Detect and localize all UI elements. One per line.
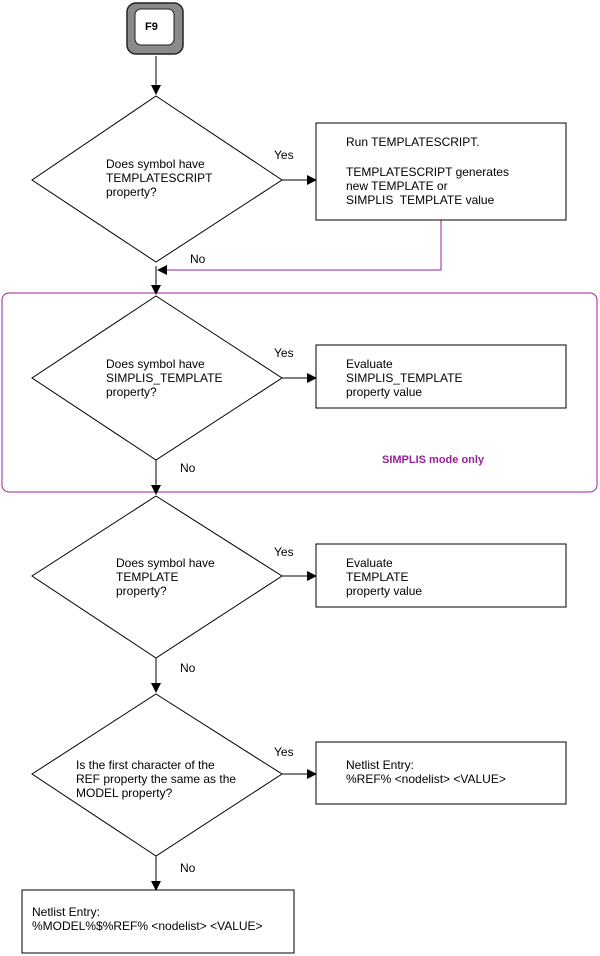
action-1-line-1: Run TEMPLATESCRIPT. [346, 135, 480, 149]
action-run-templatescript [315, 122, 567, 221]
action-netlist-entry-ref [315, 741, 567, 805]
decision-1-line-1: Does symbol have [106, 157, 205, 171]
action-1-line-3: TEMPLATESCRIPT generates [346, 165, 509, 179]
decision-4-line-2: REF property the same as the [76, 772, 237, 786]
decision-1-yes-label: Yes [274, 148, 294, 162]
action-3-line-2: TEMPLATE [346, 570, 409, 584]
f9-key-icon [126, 2, 184, 55]
simplis-mode-label: SIMPLIS mode only [382, 454, 485, 466]
decision-template [31, 495, 283, 659]
action-evaluate-simplis-template [315, 344, 567, 409]
decision-3-yes-label: Yes [274, 545, 294, 559]
action-2-line-2: SIMPLIS_TEMPLATE [346, 371, 463, 385]
decision-2-yes-label: Yes [274, 346, 294, 360]
action-3-line-3: property value [346, 584, 423, 598]
decision-4-yes-label: Yes [274, 745, 294, 759]
action-2-line-1: Evaluate [346, 357, 393, 371]
decision-3-line-3: property? [116, 584, 167, 598]
decision-1-no-label: No [190, 252, 206, 266]
decision-1-line-2: TEMPLATESCRIPT [106, 171, 213, 185]
decision-3-no-label: No [180, 661, 196, 675]
decision-1-line-3: property? [106, 185, 157, 199]
action-evaluate-template [315, 543, 567, 608]
simplis-mode-region [1, 292, 598, 493]
f9-key-label: F9 [145, 21, 158, 33]
action-2-line-3: property value [346, 385, 423, 399]
decision-3-line-2: TEMPLATE [116, 570, 179, 584]
decision-templatescript [31, 95, 283, 263]
decision-ref-model [31, 693, 283, 857]
decision-2-line-3: property? [106, 385, 157, 399]
action-4-line-1: Netlist Entry: [346, 758, 415, 772]
final-box-line-1: Netlist Entry: [32, 905, 101, 919]
decision-4-no-label: No [180, 861, 196, 875]
final-box-line-2: %MODEL%$%REF% <nodelist> <VALUE> [32, 919, 263, 933]
decision-simplis-template [31, 295, 283, 461]
action-3-line-1: Evaluate [346, 556, 393, 570]
action-4-line-2: %REF% <nodelist> <VALUE> [346, 772, 506, 786]
decision-3-line-1: Does symbol have [116, 556, 215, 570]
decision-4-line-3: MODEL property? [76, 786, 173, 800]
decision-2-no-label: No [180, 461, 196, 475]
action-1-line-4: new TEMPLATE or [346, 179, 448, 193]
connector-action-1-return [157, 220, 442, 275]
final-netlist-entry-model [21, 889, 295, 954]
decision-2-line-2: SIMPLIS_TEMPLATE [106, 371, 223, 385]
action-1-line-5: SIMPLIS TEMPLATE value [346, 193, 495, 207]
decision-2-line-1: Does symbol have [106, 357, 205, 371]
decision-4-line-1: Is the first character of the [76, 758, 215, 772]
